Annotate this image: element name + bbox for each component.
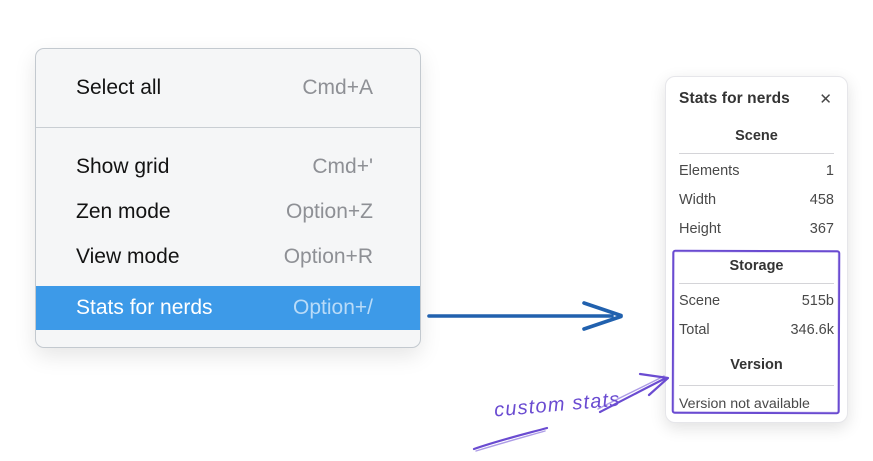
stat-label: Scene: [679, 293, 721, 309]
version-note: Version not available: [679, 396, 810, 412]
menu-item-label: Stats for nerds: [76, 296, 213, 319]
stat-label: Elements: [679, 163, 740, 179]
storage-section-heading: Storage: [729, 258, 784, 274]
version-divider: [679, 385, 834, 386]
context-menu: Select all Cmd+A Show grid Cmd+' Zen mod…: [35, 48, 421, 348]
scene-section-heading: Scene: [735, 128, 778, 144]
menu-item-select-all[interactable]: Select all Cmd+A: [36, 66, 420, 111]
stat-row-scene-size: Scene 515b: [679, 287, 834, 316]
menu-item-label: View mode: [76, 244, 180, 268]
stat-row-width: Width 458: [679, 186, 834, 215]
stat-row-total-size: Total 346.6k: [679, 316, 834, 345]
menu-item-label: Select all: [76, 76, 162, 99]
stat-label: Height: [679, 221, 721, 237]
menu-item-shortcut: Option+Z: [286, 199, 373, 223]
stat-value: 346.6k: [790, 322, 834, 338]
stats-panel: Stats for nerds ✕ Scene Elements 1 Width…: [665, 76, 848, 423]
storage-rows: Scene 515b Total 346.6k: [679, 287, 834, 345]
menu-section-top: Select all Cmd+A: [36, 49, 420, 128]
version-section-heading: Version: [730, 357, 783, 373]
stat-label: Total: [679, 322, 710, 338]
annotation-label: custom stats: [493, 388, 622, 422]
menu-item-label: Zen mode: [76, 199, 171, 223]
menu-item-zen-mode[interactable]: Zen mode Option+Z: [36, 189, 420, 234]
stat-row-elements: Elements 1: [679, 157, 834, 186]
stat-value: 1: [825, 163, 834, 179]
close-icon[interactable]: ✕: [819, 90, 832, 108]
stat-label: Width: [679, 192, 717, 208]
stat-value: 458: [809, 192, 834, 208]
menu-item-shortcut: Option+R: [283, 244, 373, 268]
menu-item-shortcut: Cmd+': [312, 154, 373, 178]
stat-value: 367: [809, 221, 834, 237]
stats-panel-title: Stats for nerds: [679, 90, 790, 107]
stats-panel-header: Stats for nerds ✕: [679, 89, 834, 109]
menu-item-stats-for-nerds[interactable]: Stats for nerds Option+/: [36, 286, 420, 330]
blue-arrow: [427, 301, 623, 331]
stat-value: 515b: [801, 293, 834, 309]
menu-item-view-mode[interactable]: View mode Option+R: [36, 234, 420, 279]
storage-divider: [679, 283, 834, 284]
scene-divider: [679, 153, 834, 154]
menu-item-shortcut: Cmd+A: [302, 76, 373, 99]
scene-rows: Elements 1 Width 458 Height 367: [679, 157, 834, 244]
menu-item-show-grid[interactable]: Show grid Cmd+': [36, 144, 420, 189]
menu-item-shortcut: Option+/: [293, 296, 373, 319]
menu-section-bottom: Show grid Cmd+' Zen mode Option+Z View m…: [36, 128, 420, 330]
stat-row-height: Height 367: [679, 215, 834, 244]
menu-item-label: Show grid: [76, 154, 170, 178]
